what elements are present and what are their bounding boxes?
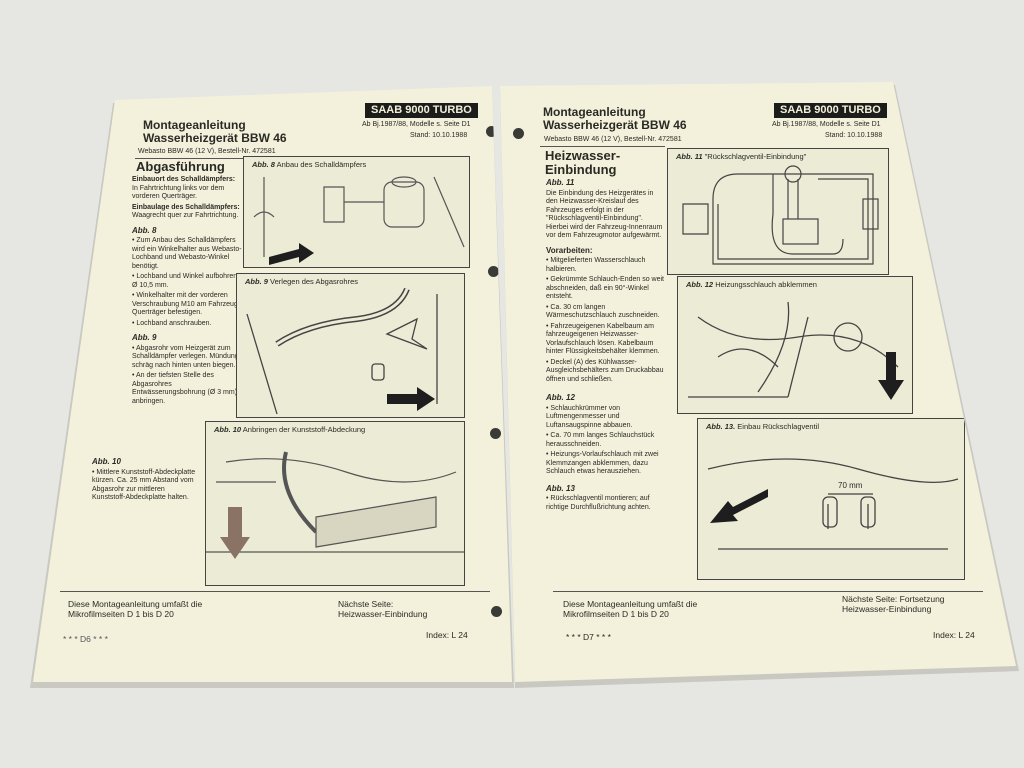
model-badge: SAAB 9000 TURBO <box>774 103 887 118</box>
list-item: • An der tiefsten Stelle des Abgasrohres… <box>132 372 238 405</box>
abb11-title: Abb. 11 <box>546 178 575 187</box>
left-text-column: Einbauort des Schalldämpfers: In Fahrtri… <box>132 176 242 408</box>
title: Montageanleitung Wasserheizgerät BBW 46 <box>143 119 287 145</box>
figure-abb12: Abb. 12 Heizungsschlauch abklemmen <box>677 276 913 414</box>
list-item: • Mitgelieferten Wasserschlauch halbiere… <box>546 257 646 273</box>
abb13-title: Abb. 13 <box>546 483 575 493</box>
hose-clamp-drawing <box>688 301 904 400</box>
figure-abb8: Abb. 8 Anbau des Schalldämpfers <box>243 156 470 268</box>
figure-abb13: Abb. 13. Einbau Rückschlagventil 70 mm <box>697 418 965 580</box>
list-item: • Winkelhalter mit der vorderen Verschra… <box>132 292 241 316</box>
list-item: • Lochband und Winkel aufbohren Ø 10,5 m… <box>132 273 238 289</box>
models-note: Ab Bj.1987/88, Modelle s. Seite D1 <box>772 121 881 128</box>
punch-hole <box>488 266 499 277</box>
list-item: • Lochband anschrauben. <box>132 319 212 327</box>
punch-hole <box>490 428 501 439</box>
measure-label: 70 mm <box>838 481 863 490</box>
abb8-title: Abb. 8 <box>132 225 157 235</box>
models-note: Ab Bj.1987/88, Modelle s. Seite D1 <box>362 121 471 128</box>
check-valve-drawing <box>707 458 959 550</box>
list-item: • Abgasrohr vom Heizgerät zum Schalldämp… <box>132 344 239 369</box>
list-item: • Zum Anbau des Schalldämpfers wird ein … <box>132 237 242 270</box>
model-badge: SAAB 9000 TURBO <box>365 103 478 118</box>
prep-title: Vorarbeiten: <box>546 245 593 255</box>
arrow-down-icon <box>878 352 904 400</box>
list-item: • Fahrzeugeigenen Kabelbaum am fahrzeuge… <box>546 322 660 356</box>
text: Waagrecht quer zur Fahrtrichtung. <box>132 212 239 219</box>
section-title: Abgasführung <box>136 159 225 174</box>
paragraph: Die Einbindung des Heizgerätes in den He… <box>546 189 663 240</box>
punch-hole <box>491 606 502 617</box>
cover-plate-drawing <box>206 451 464 559</box>
order-info: Webasto BBW 46 (12 V), Bestell-Nr. 47258… <box>138 148 276 155</box>
list-item: • Rückschlagventil montieren; auf richti… <box>546 495 651 511</box>
section-line-2: Einbindung <box>545 162 617 177</box>
circuit-diagram <box>682 165 879 265</box>
list-item: • Ca. 70 mm langes Schlauchstück herauss… <box>546 432 655 448</box>
footer-next-page: Nächste Seite: Heizwasser-Einbindung <box>338 599 428 619</box>
abb12-title: Abb. 12 <box>546 393 575 402</box>
section-line-1: Heizwasser- <box>545 148 621 163</box>
arrow-icon <box>710 489 768 523</box>
label: Einbauort des Schalldämpfers: <box>132 176 236 183</box>
figure-abb9: Abb. 9 Verlegen des Abgasrohres <box>236 273 465 418</box>
figure-caption: Abb. 10 Anbringen der Kunststoff-Abdecku… <box>212 425 368 434</box>
figure-caption: Abb. 11 "Rückschlagventil-Einbindung" <box>674 152 809 161</box>
list-item: • Deckel (A) des Kühlwasser-Ausgleichsbe… <box>546 358 664 383</box>
label: Einbaulage des Schalldämpfers: <box>132 203 240 211</box>
abb9-title: Abb. 9 <box>132 333 157 342</box>
punch-hole <box>486 126 497 137</box>
arrow-down-icon <box>220 507 250 559</box>
figure-abb11: Abb. 11 "Rückschlagventil-Einbindung" <box>667 148 889 275</box>
title-line-1: Montageanleitung <box>143 118 246 132</box>
right-text-column: Abb. 11 Die Einbindung des Heizgerätes i… <box>546 178 665 514</box>
title-line-2: Wasserheizgerät BBW 46 <box>143 131 287 145</box>
date: Stand: 10.10.1988 <box>410 132 468 139</box>
list-item: • Ca. 30 cm langen Wärmeschutzschlauch z… <box>546 303 660 320</box>
figure-caption: Abb. 13. Einbau Rückschlagventil <box>704 422 821 431</box>
list-item: • Gekrümmte Schlauch-Enden so weit absch… <box>546 276 665 300</box>
arrow-icon <box>269 243 314 265</box>
arrow-icon <box>387 387 435 411</box>
muffler-drawing <box>253 176 465 265</box>
figure-abb10: Abb. 10 Anbringen der Kunststoff-Abdecku… <box>205 421 465 586</box>
title: Montageanleitung Wasserheizgerät BBW 46 <box>543 106 687 132</box>
figure-caption: Abb. 8 Anbau des Schalldämpfers <box>250 160 369 169</box>
list-item: • Mittlere Kunststoff-Abdeckplatte kürze… <box>92 468 196 502</box>
footer-scope: Diese Montageanleitung umfaßt die Mikrof… <box>563 599 698 619</box>
punch-hole <box>513 128 524 139</box>
abb10-text: Abb. 10 • Mittlere Kunststoff-Abdeckplat… <box>92 457 198 505</box>
title-line-1: Montageanleitung <box>543 105 646 119</box>
list-item: • Schlauchkrümmer von Luftmengenmesser u… <box>546 404 633 429</box>
page-code: * * * D7 * * * <box>566 632 611 642</box>
abb10-title: Abb. 10 <box>92 457 121 466</box>
page-code: * * * D6 * * * <box>63 634 108 644</box>
list-item: • Heizungs-Vorlaufschlauch mit zwei Klem… <box>546 451 659 475</box>
index: Index: L 24 <box>426 630 468 640</box>
exhaust-pipe-drawing <box>246 287 438 415</box>
text: In Fahrtrichtung links vor dem vorderen … <box>132 184 225 201</box>
figure-caption: Abb. 12 Heizungsschlauch abklemmen <box>684 280 819 289</box>
figure-caption: Abb. 9 Verlegen des Abgasrohres <box>243 277 360 286</box>
title-line-2: Wasserheizgerät BBW 46 <box>543 118 687 132</box>
order-info: Webasto BBW 46 (12 V), Bestell-Nr. 47258… <box>544 136 682 143</box>
section-title: Heizwasser- Einbindung <box>545 149 620 177</box>
footer-scope: Diese Montageanleitung umfaßt die Mikrof… <box>68 599 203 619</box>
index: Index: L 24 <box>933 630 975 640</box>
date: Stand: 10.10.1988 <box>825 132 883 139</box>
footer-next-page: Nächste Seite: Fortsetzung Heizwasser-Ei… <box>842 594 945 614</box>
